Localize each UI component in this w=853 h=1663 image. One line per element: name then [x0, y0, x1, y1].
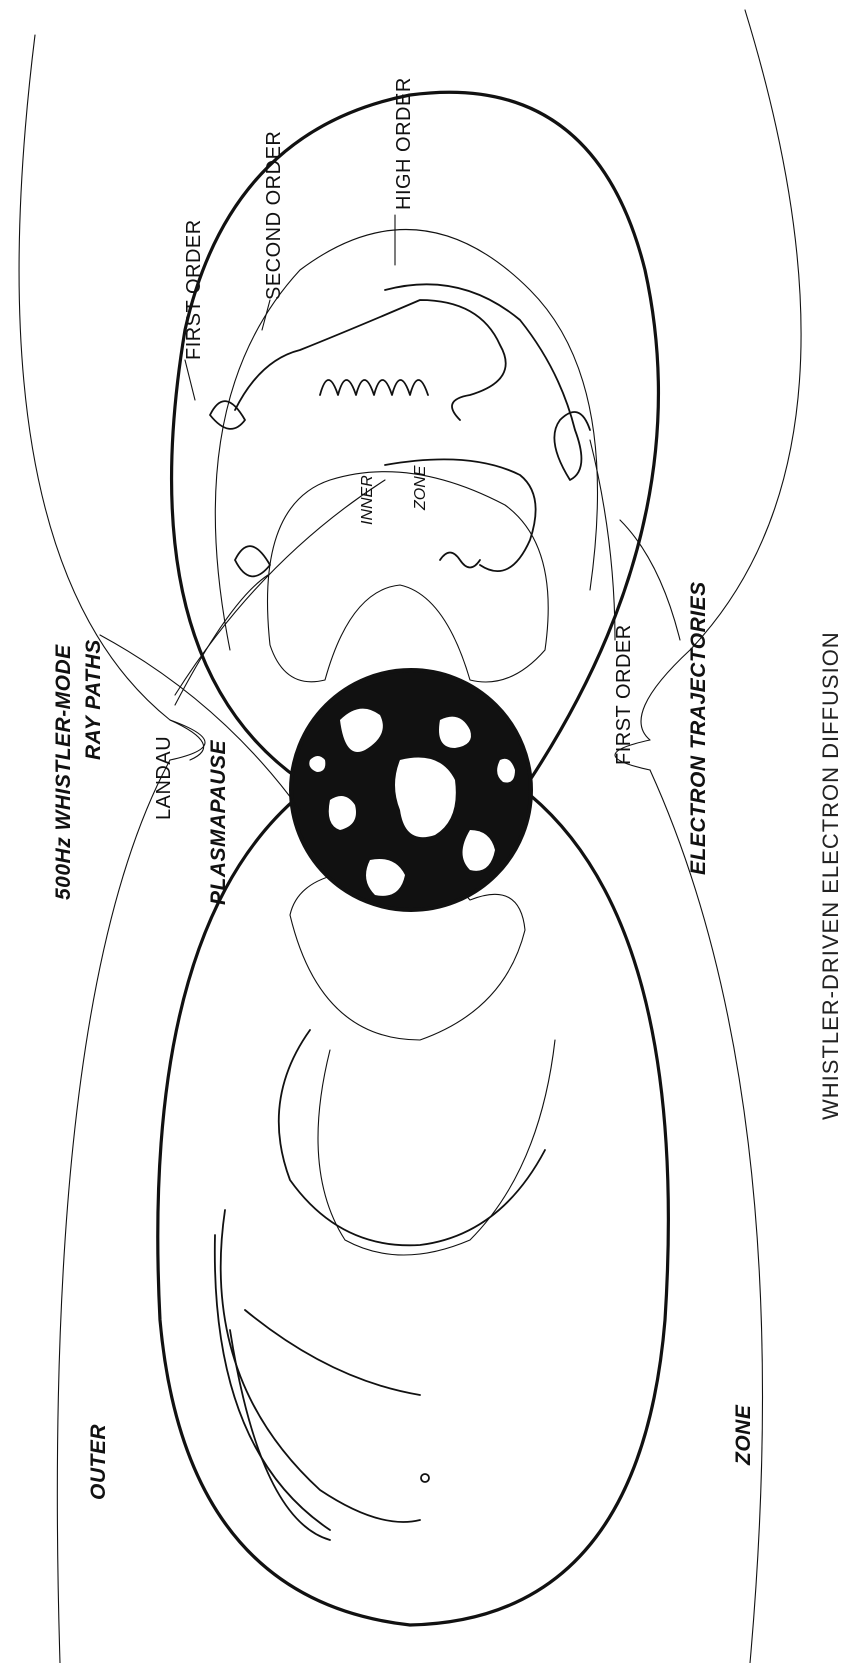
- label-electron-trajectories: ELECTRON TRAJECTORIES: [687, 581, 710, 875]
- label-first-order-bottom: FIRST ORDER: [613, 624, 635, 765]
- trajectory-outer-4: [245, 1310, 420, 1395]
- plasmapause-lower: [158, 795, 669, 1625]
- label-landau: LANDAU: [153, 736, 175, 820]
- label-second-order: SECOND ORDER: [263, 131, 285, 300]
- trajectory-inner-ends: [440, 553, 480, 568]
- trajectory-first-order-mid: [385, 459, 536, 571]
- label-outer: OUTER: [87, 1424, 110, 1500]
- electron-source-point: [421, 1474, 429, 1482]
- trajectory-first-order-upper: [235, 300, 506, 420]
- field-line-lower: [318, 1040, 555, 1255]
- label-inner: INNER: [359, 475, 376, 525]
- trajectory-coils: [320, 380, 428, 395]
- inner-zone-upper: [268, 472, 549, 682]
- trajectory-outer-5: [230, 1330, 330, 1540]
- label-plasmapause: PLASMAPAUSE: [207, 740, 230, 905]
- trajectory-outer-1: [279, 1030, 545, 1245]
- leader-first-order-top: [185, 360, 195, 400]
- trajectory-landau-right: [235, 546, 270, 576]
- trajectory-outer-2: [221, 1210, 420, 1522]
- label-inner-zone: ZONE: [412, 465, 429, 511]
- leader-ray-paths: [100, 635, 300, 810]
- trajectory-outer-3: [215, 1235, 330, 1530]
- leader-landau-2: [175, 575, 268, 705]
- label-first-order-top: FIRST ORDER: [183, 219, 205, 360]
- label-ray-paths-line2: RAY PATHS: [82, 639, 105, 760]
- figure-title: WHISTLER-DRIVEN ELECTRON DIFFUSION: [818, 631, 843, 1120]
- label-ray-paths-line1: 500Hz WHISTLER-MODE: [52, 644, 75, 900]
- label-high-order: HIGH ORDER: [393, 77, 415, 210]
- outer-zone-boundary-topright: [641, 10, 801, 740]
- label-outer-zone: ZONE: [732, 1404, 755, 1466]
- leader-second-order: [262, 300, 270, 330]
- leader-first-order-bottom: [590, 440, 615, 640]
